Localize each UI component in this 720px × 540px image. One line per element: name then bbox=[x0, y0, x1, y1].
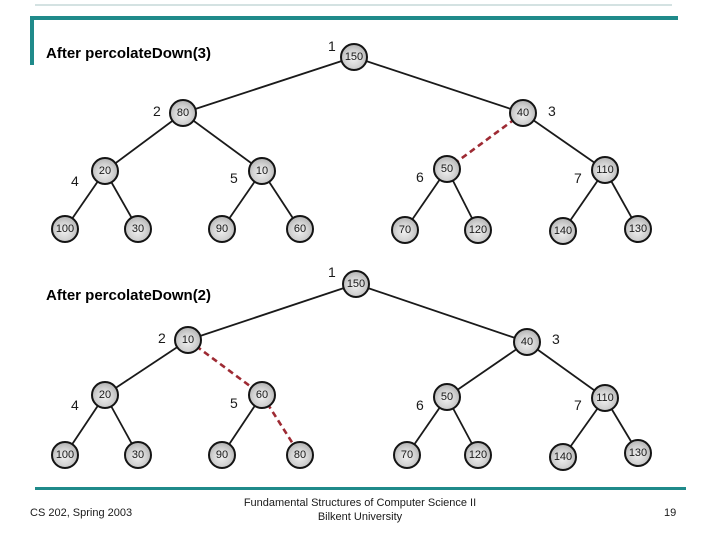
tree1-node-pos7: 110 bbox=[591, 156, 619, 184]
tree2-node-pos6: 50 bbox=[433, 383, 461, 411]
tree2-index-1: 1 bbox=[328, 264, 336, 280]
node-value: 60 bbox=[293, 223, 307, 235]
tree2-node-pos15: 130 bbox=[624, 439, 652, 467]
tree-edge bbox=[522, 112, 606, 171]
tree1-node-pos3: 40 bbox=[509, 99, 537, 127]
tree1-node-pos14: 140 bbox=[549, 217, 577, 245]
tree1-index-1: 1 bbox=[328, 38, 336, 54]
tree2-index-6: 6 bbox=[416, 397, 424, 413]
tree2-node-pos7: 110 bbox=[591, 384, 619, 412]
node-value: 20 bbox=[98, 389, 112, 401]
tree2-index-3: 3 bbox=[552, 331, 560, 347]
node-value: 100 bbox=[55, 449, 75, 461]
tree2-index-7: 7 bbox=[574, 397, 582, 413]
node-value: 90 bbox=[215, 449, 229, 461]
page-number: 19 bbox=[664, 507, 677, 519]
tree2-node-pos4: 20 bbox=[91, 381, 119, 409]
tree-edge bbox=[353, 56, 524, 114]
node-value: 130 bbox=[628, 447, 648, 459]
tree-edge bbox=[104, 112, 184, 172]
node-value: 80 bbox=[293, 449, 307, 461]
tree2-node-pos11: 80 bbox=[286, 441, 314, 469]
tree1-node-pos11: 60 bbox=[286, 215, 314, 243]
tree1-index-4: 4 bbox=[71, 173, 79, 189]
tree-edge bbox=[182, 112, 263, 172]
tree2-node-pos9: 30 bbox=[124, 441, 152, 469]
tree1-node-pos12: 70 bbox=[391, 216, 419, 244]
tree-edge bbox=[187, 283, 357, 341]
node-value: 140 bbox=[553, 225, 573, 237]
node-value: 150 bbox=[344, 51, 364, 63]
node-value: 110 bbox=[596, 392, 614, 404]
tree2-node-pos8: 100 bbox=[51, 441, 79, 469]
tree1-node-pos1: 150 bbox=[340, 43, 368, 71]
tree1-node-pos2: 80 bbox=[169, 99, 197, 127]
tree1-index-6: 6 bbox=[416, 169, 424, 185]
tree2-index-4: 4 bbox=[71, 397, 79, 413]
tree-edge bbox=[446, 341, 528, 398]
tree2-node-pos12: 70 bbox=[393, 441, 421, 469]
tree2-node-pos1: 150 bbox=[342, 270, 370, 298]
tree1-node-pos4: 20 bbox=[91, 157, 119, 185]
footer-course-title: Fundamental Structures of Computer Scien… bbox=[243, 497, 477, 509]
node-value: 130 bbox=[628, 223, 648, 235]
node-value: 30 bbox=[131, 223, 145, 235]
tree2-index-5: 5 bbox=[230, 395, 238, 411]
top-accent-bar bbox=[30, 16, 678, 20]
node-value: 20 bbox=[98, 165, 112, 177]
tree2-title: After percolateDown(2) bbox=[46, 287, 212, 304]
footer-center-text: Fundamental Structures of Computer Scien… bbox=[160, 496, 560, 524]
percolate-path-edge bbox=[446, 111, 524, 171]
tree2-node-pos14: 140 bbox=[549, 443, 577, 471]
footer-university: Bilkent University bbox=[317, 511, 403, 523]
tree2-node-pos5: 60 bbox=[248, 381, 276, 409]
node-value: 110 bbox=[596, 164, 614, 176]
node-value: 10 bbox=[255, 165, 269, 177]
node-value: 150 bbox=[346, 278, 366, 290]
tree2-node-pos3: 40 bbox=[513, 328, 541, 356]
tree1-node-pos9: 30 bbox=[124, 215, 152, 243]
tree2-node-pos10: 90 bbox=[208, 441, 236, 469]
node-value: 90 bbox=[215, 223, 229, 235]
tree1-node-pos10: 90 bbox=[208, 215, 236, 243]
tree-edge bbox=[355, 283, 528, 343]
node-value: 80 bbox=[176, 107, 190, 119]
left-accent-bar bbox=[30, 16, 34, 65]
node-value: 30 bbox=[131, 449, 145, 461]
node-value: 100 bbox=[55, 223, 75, 235]
percolate-path-edge bbox=[187, 338, 263, 397]
tree2-node-pos2: 10 bbox=[174, 326, 202, 354]
tree1-index-7: 7 bbox=[574, 170, 582, 186]
node-value: 60 bbox=[255, 389, 269, 401]
tree2-node-pos13: 120 bbox=[464, 441, 492, 469]
tree-edge bbox=[104, 339, 189, 396]
tree-edge bbox=[526, 341, 606, 399]
tree1-node-pos15: 130 bbox=[624, 215, 652, 243]
footer-divider-line bbox=[35, 487, 686, 490]
node-value: 140 bbox=[553, 451, 573, 463]
tree1-index-5: 5 bbox=[230, 170, 238, 186]
node-value: 40 bbox=[520, 336, 534, 348]
tree-edge bbox=[182, 56, 355, 114]
node-value: 50 bbox=[440, 391, 454, 403]
tree2-index-2: 2 bbox=[158, 330, 166, 346]
tree1-node-pos5: 10 bbox=[248, 157, 276, 185]
tree1-index-2: 2 bbox=[153, 103, 161, 119]
node-value: 40 bbox=[516, 107, 530, 119]
node-value: 70 bbox=[400, 449, 414, 461]
tree1-node-pos8: 100 bbox=[51, 215, 79, 243]
tree1-node-pos13: 120 bbox=[464, 216, 492, 244]
node-value: 70 bbox=[398, 224, 412, 236]
node-value: 50 bbox=[440, 163, 454, 175]
node-value: 10 bbox=[181, 334, 195, 346]
tree1-index-3: 3 bbox=[548, 103, 556, 119]
top-faint-line bbox=[35, 4, 672, 6]
tree1-title: After percolateDown(3) bbox=[46, 45, 212, 62]
tree1-node-pos6: 50 bbox=[433, 155, 461, 183]
footer-course-label: CS 202, Spring 2003 bbox=[30, 507, 133, 519]
node-value: 120 bbox=[468, 449, 488, 461]
node-value: 120 bbox=[468, 224, 488, 236]
